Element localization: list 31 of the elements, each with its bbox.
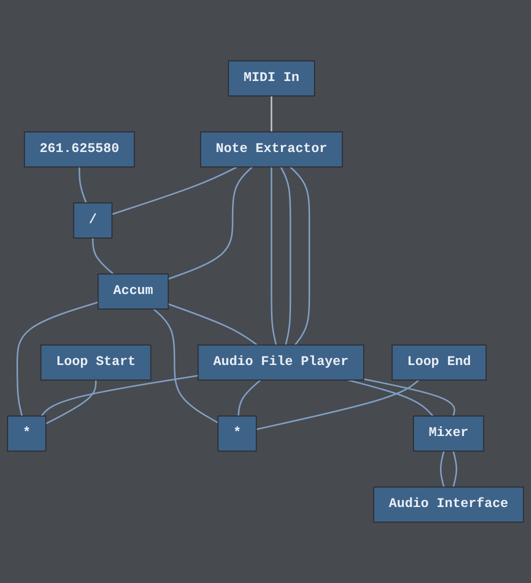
node-box: Loop End — [392, 344, 487, 381]
node-box: Audio File Player — [198, 344, 364, 381]
node-box: Mixer — [413, 416, 484, 452]
node-box: Accum — [98, 274, 169, 310]
connector — [280, 166, 292, 346]
connector — [364, 378, 456, 416]
connector — [290, 166, 310, 346]
connector — [452, 450, 458, 488]
connector — [46, 380, 97, 424]
node-box: Audio Interface — [373, 486, 524, 523]
node-box: 261.625580 — [24, 131, 135, 168]
connector — [270, 96, 272, 132]
node-box: / — [73, 202, 112, 238]
connector — [112, 166, 238, 215]
connector — [168, 303, 258, 346]
node-box: * — [218, 416, 257, 452]
connector — [40, 374, 198, 417]
connector — [168, 166, 253, 280]
connector — [238, 379, 262, 416]
connector — [348, 379, 434, 417]
connector — [16, 302, 98, 416]
connector — [153, 308, 218, 424]
node-box: Note Extractor — [200, 131, 343, 168]
node-box: * — [7, 416, 46, 452]
connector — [270, 166, 277, 346]
connector — [256, 379, 420, 430]
node-box: Loop Start — [40, 344, 152, 381]
node-box: MIDI In — [228, 60, 315, 96]
connector — [440, 450, 445, 488]
connector — [92, 238, 114, 275]
connector — [78, 166, 87, 204]
